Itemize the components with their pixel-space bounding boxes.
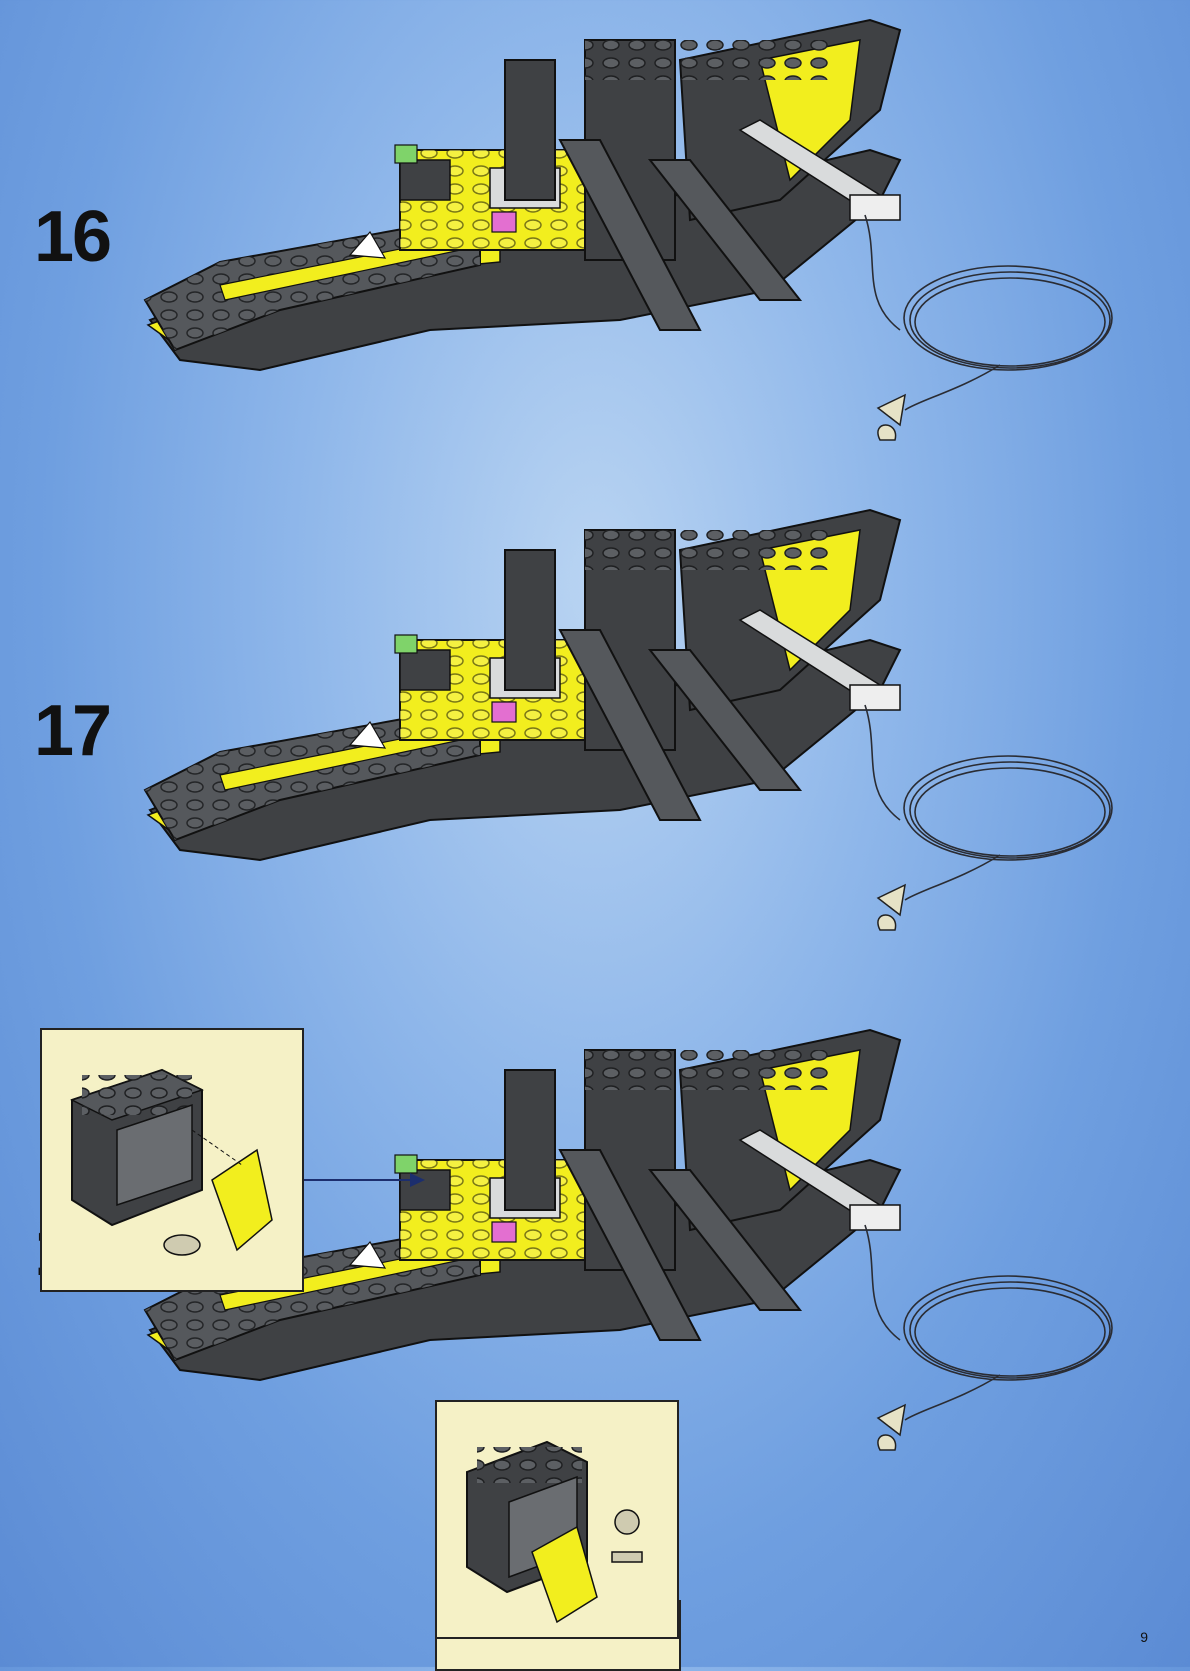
subassembly-right-illustration <box>437 1402 677 1637</box>
model-step-16 <box>145 20 1112 440</box>
callout-subassembly-left <box>40 1028 304 1292</box>
page-number: 9 <box>1140 1629 1148 1645</box>
subassembly-left-illustration <box>42 1030 302 1290</box>
model-step-17 <box>145 510 1112 930</box>
callout-subassembly-right <box>435 1400 679 1639</box>
